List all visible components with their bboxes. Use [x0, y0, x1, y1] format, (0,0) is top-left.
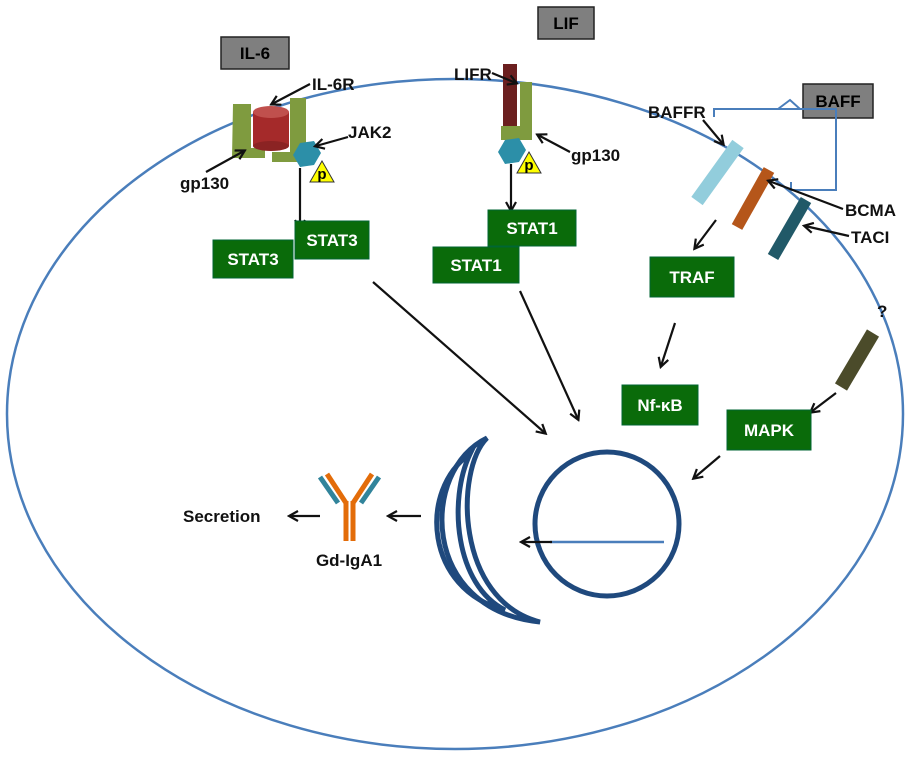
baff-bracket — [713, 98, 837, 191]
taci-receptor — [767, 196, 812, 261]
stat1-box-bottom: STAT1 — [432, 246, 520, 284]
svg-text:p: p — [317, 166, 326, 183]
il6-label: IL-6 — [240, 44, 270, 63]
svg-text:STAT3: STAT3 — [227, 250, 278, 269]
bcma-receptor — [731, 167, 775, 230]
il6r-cylinder — [253, 106, 289, 151]
lif-receptor-complex: p — [498, 64, 542, 174]
secretion-label: Secretion — [183, 507, 260, 526]
traf-box: TRAF — [649, 256, 735, 298]
lifr-label: LIFR — [454, 65, 492, 84]
stat1-box-top: STAT1 — [487, 209, 577, 247]
traf-to-nfkb-arrow — [661, 322, 677, 366]
golgi-organelle — [434, 435, 541, 625]
unknown-to-mapk-arrow — [811, 392, 837, 412]
taci-label: TACI — [851, 228, 889, 247]
svg-text:MAPK: MAPK — [744, 421, 795, 440]
gp130-receptor-right — [501, 82, 532, 140]
nfkb-box: Nf-κB — [621, 384, 699, 426]
svg-text:p: p — [524, 157, 533, 174]
stat1-to-nucleus-arrow — [518, 290, 578, 419]
gp130-left-arrow — [205, 151, 244, 173]
baff-ligand-box: BAFF — [802, 83, 874, 119]
stat3-box-bottom: STAT3 — [212, 239, 294, 279]
svg-text:TRAF: TRAF — [669, 268, 714, 287]
il6r-arrow — [272, 83, 311, 104]
gd-iga1-label: Gd-IgA1 — [316, 551, 382, 570]
stat3-box-top: STAT3 — [294, 220, 370, 260]
svg-text:Nf-κB: Nf-κB — [637, 396, 682, 415]
gp130-right-label: gp130 — [571, 146, 620, 165]
baffr-label: BAFFR — [648, 103, 706, 122]
gp130-receptor-left — [232, 104, 265, 158]
phospho-triangle — [309, 159, 335, 183]
il6-receptor-complex: p — [232, 98, 335, 183]
jak-hexagon — [498, 138, 526, 164]
gd-iga1-antibody — [317, 472, 382, 541]
taci-arrow — [805, 226, 850, 238]
gp130-right-arrow — [538, 135, 571, 153]
gp130-left-label: gp130 — [180, 174, 229, 193]
baffr-receptor — [691, 139, 744, 206]
bcma-label: BCMA — [845, 201, 896, 220]
il6-ligand-box: IL-6 — [220, 36, 290, 70]
bcma-arrow — [769, 181, 844, 211]
unknown-receptor — [834, 329, 880, 391]
unknown-receptor-label: ? — [877, 302, 887, 321]
mapk-box: MAPK — [726, 409, 812, 451]
lif-label: LIF — [553, 14, 579, 33]
phospho-triangle-lif — [516, 150, 542, 174]
cell-membrane — [5, 77, 905, 751]
stat3-to-nucleus-arrow — [372, 281, 545, 433]
bcma-to-traf-arrow — [695, 219, 717, 248]
jak2-label: JAK2 — [348, 123, 391, 142]
svg-text:STAT1: STAT1 — [506, 219, 557, 238]
svg-text:STAT1: STAT1 — [450, 256, 501, 275]
lifr-arrow — [491, 71, 516, 83]
nucleus — [532, 449, 682, 599]
baffr-arrow — [702, 119, 723, 144]
il6r-label: IL-6R — [312, 75, 355, 94]
baff-label: BAFF — [815, 92, 860, 111]
mapk-to-nucleus-arrow — [694, 455, 721, 478]
lif-ligand-box: LIF — [537, 6, 595, 40]
svg-text:STAT3: STAT3 — [306, 231, 357, 250]
jak2-arrow — [316, 135, 349, 146]
